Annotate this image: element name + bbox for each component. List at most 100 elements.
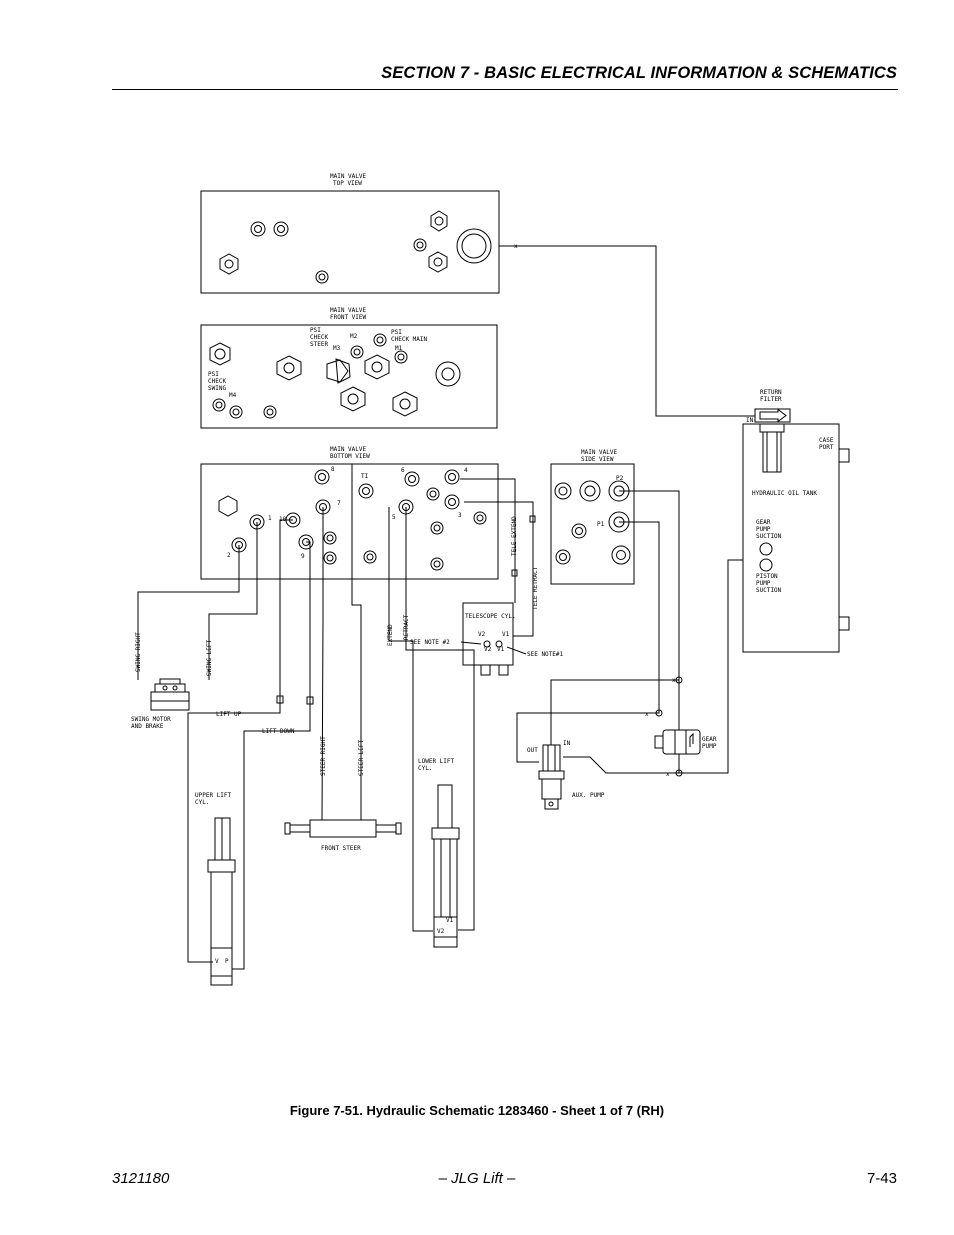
front-port-k <box>212 398 226 412</box>
gear-pump: GEAR PUMP <box>654 729 717 755</box>
bottom-port-ti <box>358 483 374 499</box>
top-port-h <box>315 270 329 284</box>
bottom-port-x4 <box>323 531 337 545</box>
lower-v1-label: V1 <box>446 917 454 924</box>
footer-brand: – JLG Lift – <box>438 1170 516 1187</box>
figure-caption: Figure 7-51. Hydraulic Schematic 1283460… <box>289 1103 665 1118</box>
gear-suction-3-label: SUCTION <box>756 533 782 540</box>
tank-label: HYDRAULIC OIL TANK <box>752 490 817 497</box>
schematic-label: x <box>645 711 649 718</box>
bottom-view-2-label: BOTTOM VIEW <box>330 453 370 460</box>
front-port-l <box>229 405 243 419</box>
front-port-a <box>209 342 231 366</box>
aux-pump: OUT IN AUX. PUMP <box>527 740 605 810</box>
upper-lift-1-label: UPPER LIFT <box>195 792 232 799</box>
piston-suction-1-label: PISTON <box>756 573 778 580</box>
footer-page-number: 7-43 <box>866 1170 897 1187</box>
front-port-f <box>364 354 390 380</box>
side-port-a <box>554 482 572 500</box>
front-port-g <box>394 350 408 364</box>
swing-motor-2-label: AND BRAKE <box>131 723 164 730</box>
port-1-label: 1 <box>268 515 272 522</box>
front-port-h <box>435 361 461 387</box>
front-steer-cylinder: FRONT STEER <box>284 819 402 852</box>
schematic-label: V1 <box>497 646 505 653</box>
gear-pump-1-label: GEAR <box>702 736 717 743</box>
bottom-port-x5 <box>323 551 337 565</box>
top-port-b <box>273 221 289 237</box>
port-3-label: 3 <box>458 512 462 519</box>
lift-up-label: LIFT UP <box>216 711 242 718</box>
swing-left-label: SWING LEFT <box>206 639 213 676</box>
v1-label: V1 <box>502 631 510 638</box>
tele-extend-label: TELE EXTEND <box>511 516 518 556</box>
m3-label: M3 <box>333 345 341 352</box>
schematic-label: x <box>666 771 670 778</box>
front-port-j <box>392 391 418 417</box>
port-5-label: 5 <box>392 514 396 521</box>
schematic-label: x <box>672 677 676 684</box>
port-ti-label: TI <box>361 473 369 480</box>
side-port-e <box>611 545 631 565</box>
port-7-label: 7 <box>337 500 341 507</box>
section-title: SECTION 7 - BASIC ELECTRICAL INFORMATION… <box>381 64 897 82</box>
main-valve-top-view: MAIN VALVE TOP VIEW <box>200 173 500 294</box>
swing-motor: SWING RIGHT SWING LEFT SWING MOTOR AND B… <box>131 522 258 730</box>
top-port-f <box>219 253 239 275</box>
v-label: V <box>215 958 219 965</box>
front-steer-label: FRONT STEER <box>321 845 361 852</box>
bottom-port-3 <box>444 494 460 510</box>
lower-lift-cylinder: LOWER LIFT CYL. V1 V2 <box>418 758 460 948</box>
piston-suction-2-label: PUMP <box>756 580 771 587</box>
retract-label: RETRACT <box>403 614 410 640</box>
schematic-label: V2 <box>484 646 492 653</box>
psi-check-steer-3-label: STEER <box>310 341 328 348</box>
bottom-port-6 <box>404 471 420 487</box>
bottom-port-4 <box>444 469 460 485</box>
top-port-d <box>413 238 427 252</box>
top-port-e <box>456 228 492 264</box>
in-label: IN <box>563 740 571 747</box>
steer-left-label: STEER LEFT <box>358 739 365 776</box>
port-8-label: 8 <box>331 466 335 473</box>
extend-label: EXTEND <box>387 624 394 646</box>
front-port-m <box>263 405 277 419</box>
return-filter-2-label: FILTER <box>760 396 782 403</box>
cap-x: x <box>514 243 518 250</box>
m4-label: M4 <box>229 392 237 399</box>
psi-check-swing-3-label: SWING <box>208 385 226 392</box>
top-port-c <box>430 210 448 232</box>
top-view-1-label: MAIN VALVE <box>330 173 367 180</box>
top-port-g <box>428 251 448 273</box>
swing-motor-1-label: SWING MOTOR <box>131 716 171 723</box>
port-4-label: 4 <box>464 467 468 474</box>
bottom-port-x3 <box>430 521 444 535</box>
see-note-2-label: SEE NOTE #2 <box>410 639 450 646</box>
psi-check-swing-1-label: PSI <box>208 371 219 378</box>
lower-lift-1-label: LOWER LIFT <box>418 758 455 765</box>
side-view-1-label: MAIN VALVE <box>581 449 618 456</box>
side-port-b <box>579 480 601 502</box>
m2-label: M2 <box>350 333 358 340</box>
piston-suction-3-label: SUCTION <box>756 587 782 594</box>
front-port-b <box>350 345 364 359</box>
bottom-port-8 <box>314 469 330 485</box>
side-view-2-label: SIDE VIEW <box>581 456 614 463</box>
front-port-e <box>326 358 351 384</box>
main-valve-front-view: MAIN VALVE FRONT VIEW PSI CHECK STEER M2… <box>200 307 498 429</box>
steer-right-label: STEER RIGHT <box>320 736 327 776</box>
lift-down-label: LIFT DOWN <box>262 728 295 735</box>
port-2-label: 2 <box>227 552 231 559</box>
p-label: P <box>225 958 229 965</box>
case-port-1-label: CASE <box>819 437 834 444</box>
upper-lift-cylinder: UPPER LIFT CYL. V P <box>195 792 236 986</box>
case-port-2-label: PORT <box>819 444 834 451</box>
psi-check-swing-2-label: CHECK <box>208 378 226 385</box>
top-port-a <box>250 221 266 237</box>
header-rule <box>112 89 898 90</box>
main-valve-side-view: MAIN VALVE SIDE VIEW P2 P1 <box>550 449 635 585</box>
bottom-port-x7 <box>430 557 444 571</box>
main-valve-bottom-view: MAIN VALVE BOTTOM VIEW 8 TI 6 4 7 3 1 10… <box>200 446 499 580</box>
see-note-1-label: SEE NOTE#1 <box>527 651 564 658</box>
